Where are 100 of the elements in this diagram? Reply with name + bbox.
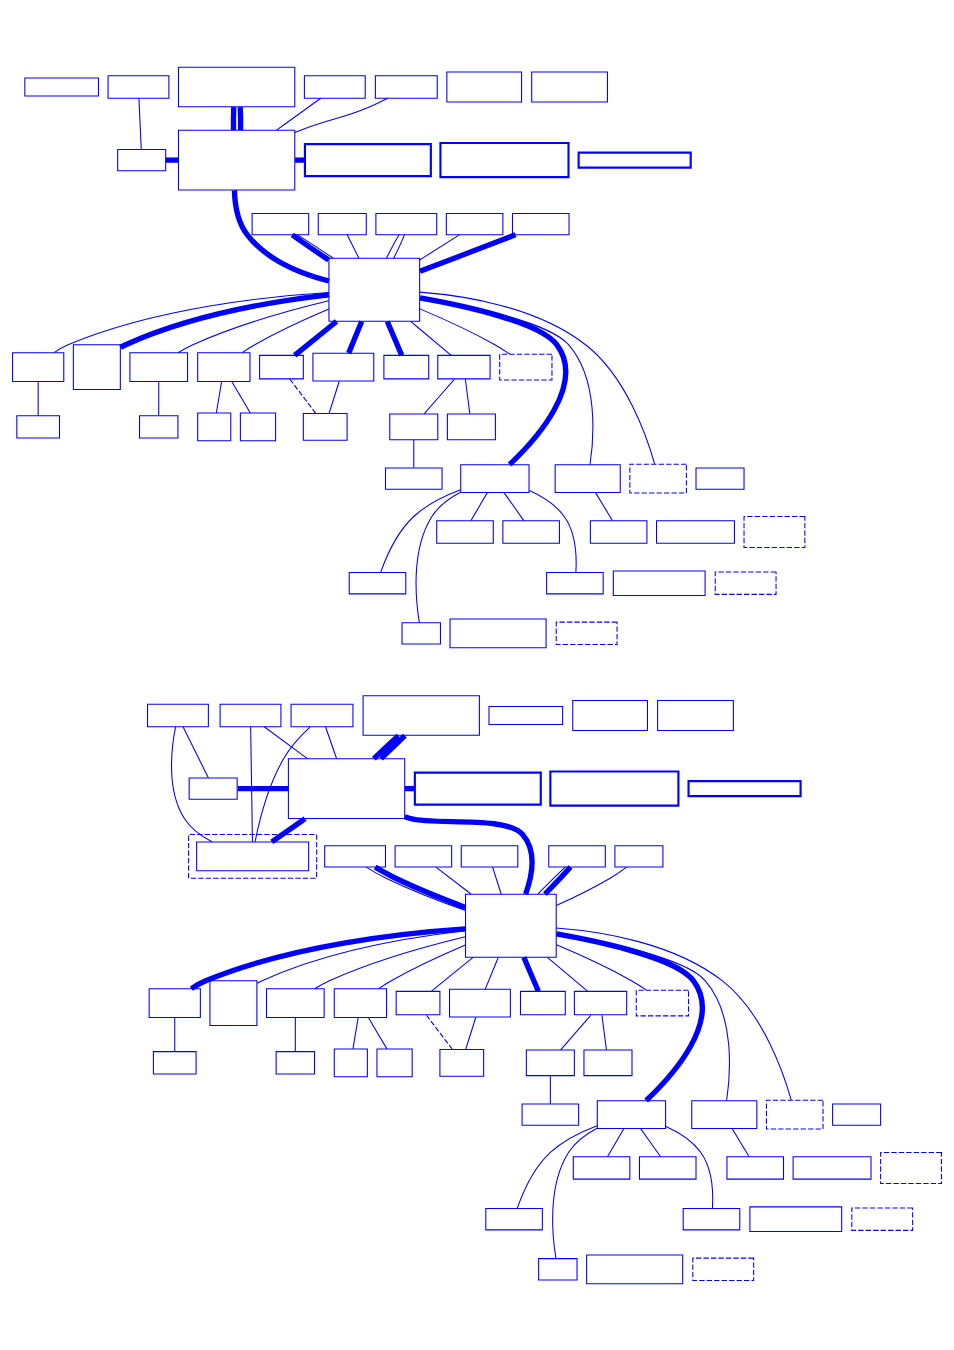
node-box	[302, 412, 348, 441]
node-box	[389, 413, 439, 440]
connector	[419, 233, 460, 260]
connector	[276, 97, 322, 131]
node-box	[485, 1207, 543, 1230]
connector	[528, 489, 577, 573]
connector	[384, 319, 405, 356]
connector	[352, 1016, 359, 1049]
node-box	[139, 414, 179, 439]
connector	[555, 927, 792, 1100]
node-box	[290, 703, 354, 727]
node-box	[682, 1207, 741, 1230]
node-box	[765, 1099, 824, 1130]
node-box	[401, 621, 441, 645]
connector	[556, 930, 705, 1102]
node-box	[376, 1047, 413, 1077]
node-box	[333, 987, 388, 1018]
node-box	[177, 66, 296, 107]
node-box	[117, 148, 167, 171]
connector	[560, 1014, 592, 1050]
node-box	[287, 757, 406, 819]
node-box	[546, 571, 604, 594]
connector	[425, 1014, 453, 1050]
node-box	[72, 343, 121, 390]
connector	[665, 1125, 714, 1209]
connector	[325, 725, 338, 759]
connector	[595, 491, 613, 521]
connector	[189, 925, 466, 991]
connector	[484, 956, 499, 990]
node-box	[303, 142, 432, 177]
node-box	[152, 1050, 197, 1075]
connector	[419, 307, 511, 355]
connector	[372, 733, 401, 760]
connector	[430, 956, 474, 992]
connector	[53, 291, 330, 353]
connector	[231, 380, 251, 413]
connector	[543, 864, 573, 896]
connector	[419, 291, 656, 464]
connector	[380, 488, 461, 573]
connector	[386, 233, 400, 259]
connector	[435, 866, 472, 895]
node-box	[629, 463, 687, 494]
connector	[295, 156, 305, 163]
connector	[297, 233, 334, 259]
connector	[521, 955, 541, 992]
connector	[549, 1074, 551, 1104]
connector	[393, 233, 405, 259]
node-box	[792, 1155, 872, 1180]
node-box	[612, 569, 706, 596]
node-box	[107, 74, 170, 99]
node-box	[638, 1155, 697, 1180]
node-box	[239, 411, 277, 441]
connector	[256, 929, 467, 984]
node-box	[714, 570, 777, 595]
node-box	[573, 990, 628, 1015]
node-box	[266, 987, 325, 1018]
node-box	[177, 129, 296, 190]
node-box	[312, 352, 375, 382]
node-box	[657, 699, 734, 731]
node-box	[446, 71, 523, 102]
connector	[404, 813, 535, 895]
node-box	[251, 212, 310, 235]
connector	[237, 785, 289, 791]
node-box	[692, 1257, 755, 1281]
connector	[640, 1127, 661, 1157]
node-box	[656, 519, 735, 544]
node-box	[413, 771, 542, 806]
connector	[182, 725, 209, 778]
node-box	[197, 351, 251, 382]
node-box	[333, 1047, 368, 1077]
node-box	[460, 463, 530, 493]
node-box	[687, 779, 802, 797]
node-box	[549, 769, 680, 807]
connector	[423, 378, 455, 414]
node-box	[449, 988, 511, 1017]
node-box	[832, 1102, 882, 1126]
connector	[419, 231, 517, 274]
node-box	[395, 990, 441, 1015]
connector	[138, 97, 142, 150]
connector	[379, 733, 407, 761]
node-box	[525, 1049, 575, 1076]
node-box	[394, 844, 453, 868]
connector	[294, 1016, 296, 1052]
node-box	[129, 351, 189, 382]
node-box	[749, 1205, 843, 1232]
node-box	[538, 1257, 578, 1281]
node-box	[148, 987, 201, 1018]
node-box	[317, 212, 367, 235]
node-box	[445, 212, 504, 235]
connector	[415, 491, 461, 623]
connector	[174, 1016, 176, 1052]
node-box	[374, 74, 438, 99]
node-box	[384, 466, 443, 490]
node-box	[743, 515, 806, 548]
connector	[731, 1127, 750, 1157]
node-box	[383, 354, 430, 379]
connector	[516, 1124, 598, 1209]
connector	[270, 815, 307, 844]
connector	[119, 291, 330, 350]
connector	[552, 1127, 598, 1259]
